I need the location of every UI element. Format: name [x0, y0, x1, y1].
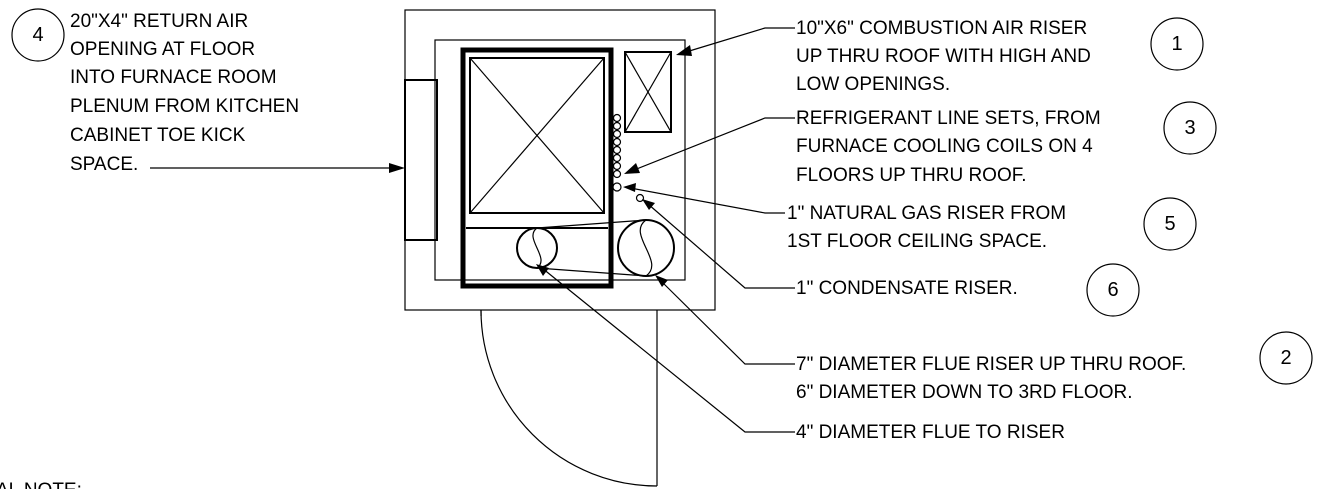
svg-text:10"X6" COMBUSTION AIR RISER: 10"X6" COMBUSTION AIR RISER: [796, 18, 1087, 39]
svg-text:1ST FLOOR CEILING SPACE.: 1ST FLOOR CEILING SPACE.: [787, 231, 1047, 252]
flue-4in-symbol: [532, 227, 542, 269]
plenum-inner-wall: [434, 39, 686, 281]
svg-text:6" DIAMETER DOWN TO 3RD FLOOR.: 6" DIAMETER DOWN TO 3RD FLOOR.: [796, 382, 1132, 403]
cooling-coil-box: [469, 57, 605, 214]
svg-text:1" NATURAL GAS RISER FROM: 1" NATURAL GAS RISER FROM: [787, 203, 1066, 224]
flue-7in-symbol: [639, 219, 653, 277]
general-note-heading: AL NOTE:: [0, 480, 82, 489]
condensate-riser: [635, 193, 645, 203]
svg-text:6: 6: [1107, 279, 1118, 301]
svg-text:OPENING AT FLOOR: OPENING AT FLOOR: [70, 39, 255, 60]
svg-text:7" DIAMETER FLUE RISER UP THRU: 7" DIAMETER FLUE RISER UP THRU ROOF.: [796, 354, 1186, 375]
callout-2-text: 7" DIAMETER FLUE RISER UP THRU ROOF. 6" …: [796, 354, 1186, 403]
svg-text:1: 1: [1171, 33, 1182, 55]
leader-lines: [150, 27, 795, 433]
door-swing-arc: [480, 309, 658, 487]
callout-5-marker: 5: [1143, 197, 1197, 251]
flue-connector-line: [536, 219, 647, 229]
svg-text:5: 5: [1164, 213, 1175, 235]
svg-text:2: 2: [1280, 347, 1291, 369]
callout-3-text: REFRIGERANT LINE SETS, FROM FURNACE COOL…: [796, 108, 1101, 186]
return-air-opening: [404, 79, 438, 241]
callout-1-marker: 1: [1150, 17, 1204, 71]
flue-connector-line: [536, 267, 647, 277]
svg-text:3: 3: [1184, 117, 1195, 139]
svg-text:INTO FURNACE ROOM: INTO FURNACE ROOM: [70, 67, 277, 88]
callout-6-marker: 6: [1086, 263, 1140, 317]
flue-4in-text: 4" DIAMETER FLUE TO RISER: [796, 422, 1065, 443]
callout-4-text: 20"X4" RETURN AIR OPENING AT FLOOR INTO …: [70, 11, 299, 175]
callout-2-marker: 2: [1259, 331, 1313, 385]
callout-5-text: 1" NATURAL GAS RISER FROM 1ST FLOOR CEIL…: [787, 203, 1066, 252]
riser-x-line: [624, 51, 672, 133]
svg-text:UP THRU ROOF WITH HIGH AND: UP THRU ROOF WITH HIGH AND: [796, 46, 1091, 67]
svg-text:LOW OPENINGS.: LOW OPENINGS.: [796, 74, 950, 95]
svg-text:PLENUM FROM KITCHEN: PLENUM FROM KITCHEN: [70, 96, 299, 117]
svg-text:20"X4" RETURN AIR: 20"X4" RETURN AIR: [70, 11, 248, 32]
callout-3-marker: 3: [1163, 101, 1217, 155]
callout-1-text: 10"X6" COMBUSTION AIR RISER UP THRU ROOF…: [796, 18, 1091, 95]
callout-6-text: 1" CONDENSATE RISER.: [796, 278, 1018, 299]
svg-text:4: 4: [32, 24, 43, 46]
svg-text:REFRIGERANT LINE SETS, FROM: REFRIGERANT LINE SETS, FROM: [796, 108, 1101, 129]
svg-text:FLOORS UP THRU ROOF.: FLOORS UP THRU ROOF.: [796, 165, 1027, 186]
svg-text:1" CONDENSATE RISER.: 1" CONDENSATE RISER.: [796, 278, 1018, 299]
furnace-unit: [460, 47, 614, 289]
callout-4-marker: 4: [11, 8, 65, 62]
gas-riser: [612, 182, 622, 192]
svg-text:FURNACE COOLING COILS ON 4: FURNACE COOLING COILS ON 4: [796, 136, 1093, 157]
svg-text:SPACE.: SPACE.: [70, 154, 138, 175]
coil-x-line: [469, 57, 605, 214]
svg-text:4" DIAMETER FLUE TO RISER: 4" DIAMETER FLUE TO RISER: [796, 422, 1065, 443]
svg-text:CABINET TOE KICK: CABINET TOE KICK: [70, 125, 246, 146]
combustion-air-riser: [624, 51, 672, 133]
refrigerant-line-sets: [612, 113, 622, 179]
